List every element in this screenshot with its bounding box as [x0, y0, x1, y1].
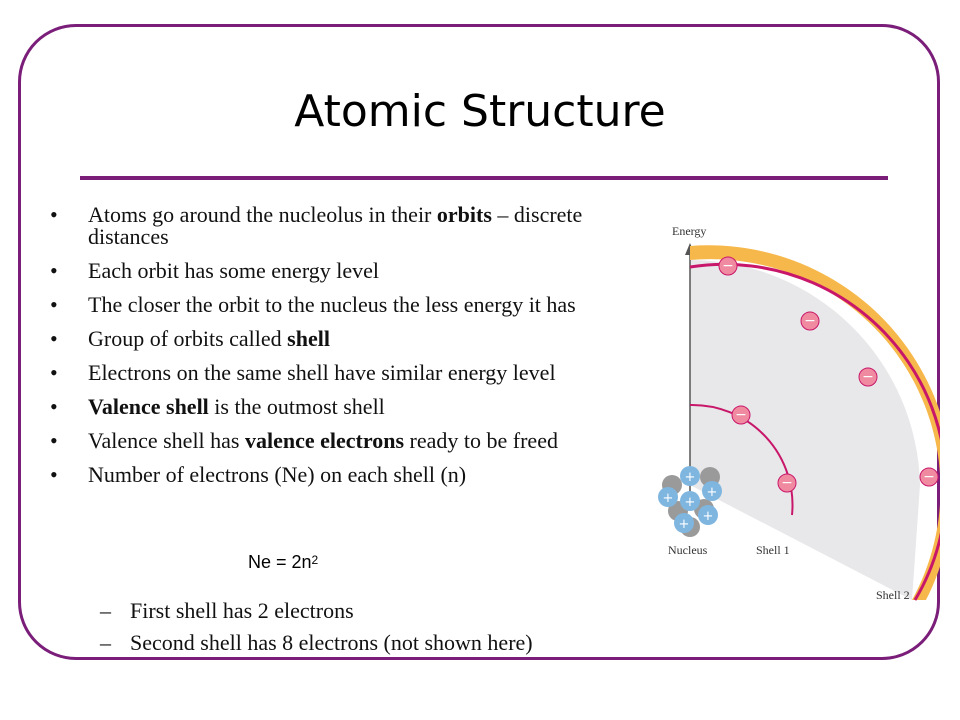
sub-bullet-item: Second shell has 8 electrons (not shown … — [100, 632, 533, 655]
proton-sign: + — [685, 495, 696, 510]
bullet-text: Valence shell has — [88, 428, 245, 453]
bullet-text: is the outmost shell — [208, 394, 385, 419]
electron: − — [919, 467, 939, 487]
electron-sign: − — [923, 469, 935, 485]
nucleus: + + + + + + — [658, 466, 722, 537]
bullet-text: Electrons on the same shell have similar… — [88, 360, 556, 385]
formula-base: Ne = 2n — [248, 552, 312, 572]
nucleus-label: Nucleus — [668, 543, 708, 557]
electron-sign: − — [735, 407, 747, 423]
bullet-item: Valence shell is the outmost shell — [48, 394, 663, 419]
electron: − — [731, 405, 751, 425]
bullet-item: Each orbit has some energy level — [48, 258, 663, 283]
slide-title: Atomic Structure — [294, 86, 666, 137]
sub-bullet-item: First shell has 2 electrons — [100, 600, 533, 623]
bullet-text: The closer the orbit to the nucleus the … — [88, 292, 576, 317]
shell1-line — [689, 403, 794, 516]
proton-sign: + — [685, 470, 696, 485]
energy-label: Energy — [672, 224, 706, 238]
electron-sign: − — [862, 369, 874, 385]
bullet-item: Electrons on the same shell have similar… — [48, 360, 663, 385]
bullet-list: Atoms go around the nucleolus in their o… — [48, 204, 663, 498]
bullet-item: The closer the orbit to the nucleus the … — [48, 292, 663, 317]
title-underline — [80, 176, 888, 180]
bullet-text: Group of orbits called — [88, 326, 288, 351]
bullet-emphasis: orbits — [436, 202, 492, 227]
shell-wedge — [690, 260, 920, 600]
electron: − — [718, 256, 738, 276]
bullet-text: Number of electrons (Ne) on each shell (… — [88, 462, 467, 487]
proton-sign: + — [703, 509, 714, 524]
bullet-item: Atoms go around the nucleolus in their o… — [48, 204, 663, 248]
sub-bullet-list: First shell has 2 electronsSecond shell … — [100, 600, 533, 664]
electron: − — [858, 367, 878, 387]
bullet-item: Valence shell has valence electrons read… — [48, 428, 663, 453]
bullet-emphasis: Valence shell — [88, 394, 209, 419]
slide-frame — [18, 24, 940, 660]
proton-sign: + — [707, 485, 718, 500]
shell2-line — [689, 262, 940, 601]
electron-sign: − — [781, 475, 793, 491]
bullet-emphasis: shell — [287, 326, 330, 351]
electron-sign: − — [722, 258, 734, 274]
formula-exponent: 2 — [311, 553, 319, 567]
proton-sign: + — [679, 517, 690, 532]
proton-sign: + — [663, 491, 674, 506]
bullet-item: Group of orbits called shell — [48, 326, 663, 351]
atomic-shell-diagram: Energy − − − − − − + + + + + + Nucleus S… — [658, 224, 940, 602]
electron: − — [800, 311, 820, 331]
bullet-item: Number of electrons (Ne) on each shell (… — [48, 462, 663, 487]
bullet-text: – discrete distances — [88, 202, 583, 249]
bullet-emphasis: valence electrons — [245, 428, 405, 453]
shell1-label: Shell 1 — [756, 543, 790, 557]
bullet-text: Each orbit has some energy level — [88, 258, 379, 283]
bullet-text: ready to be freed — [404, 428, 558, 453]
electron: − — [777, 473, 797, 493]
electron-sign: − — [804, 313, 816, 329]
shell2-label: Shell 2 — [876, 588, 910, 602]
bullet-text: Atoms go around the nucleolus in their — [88, 202, 437, 227]
electron-formula: Ne = 2n2 — [248, 552, 318, 573]
